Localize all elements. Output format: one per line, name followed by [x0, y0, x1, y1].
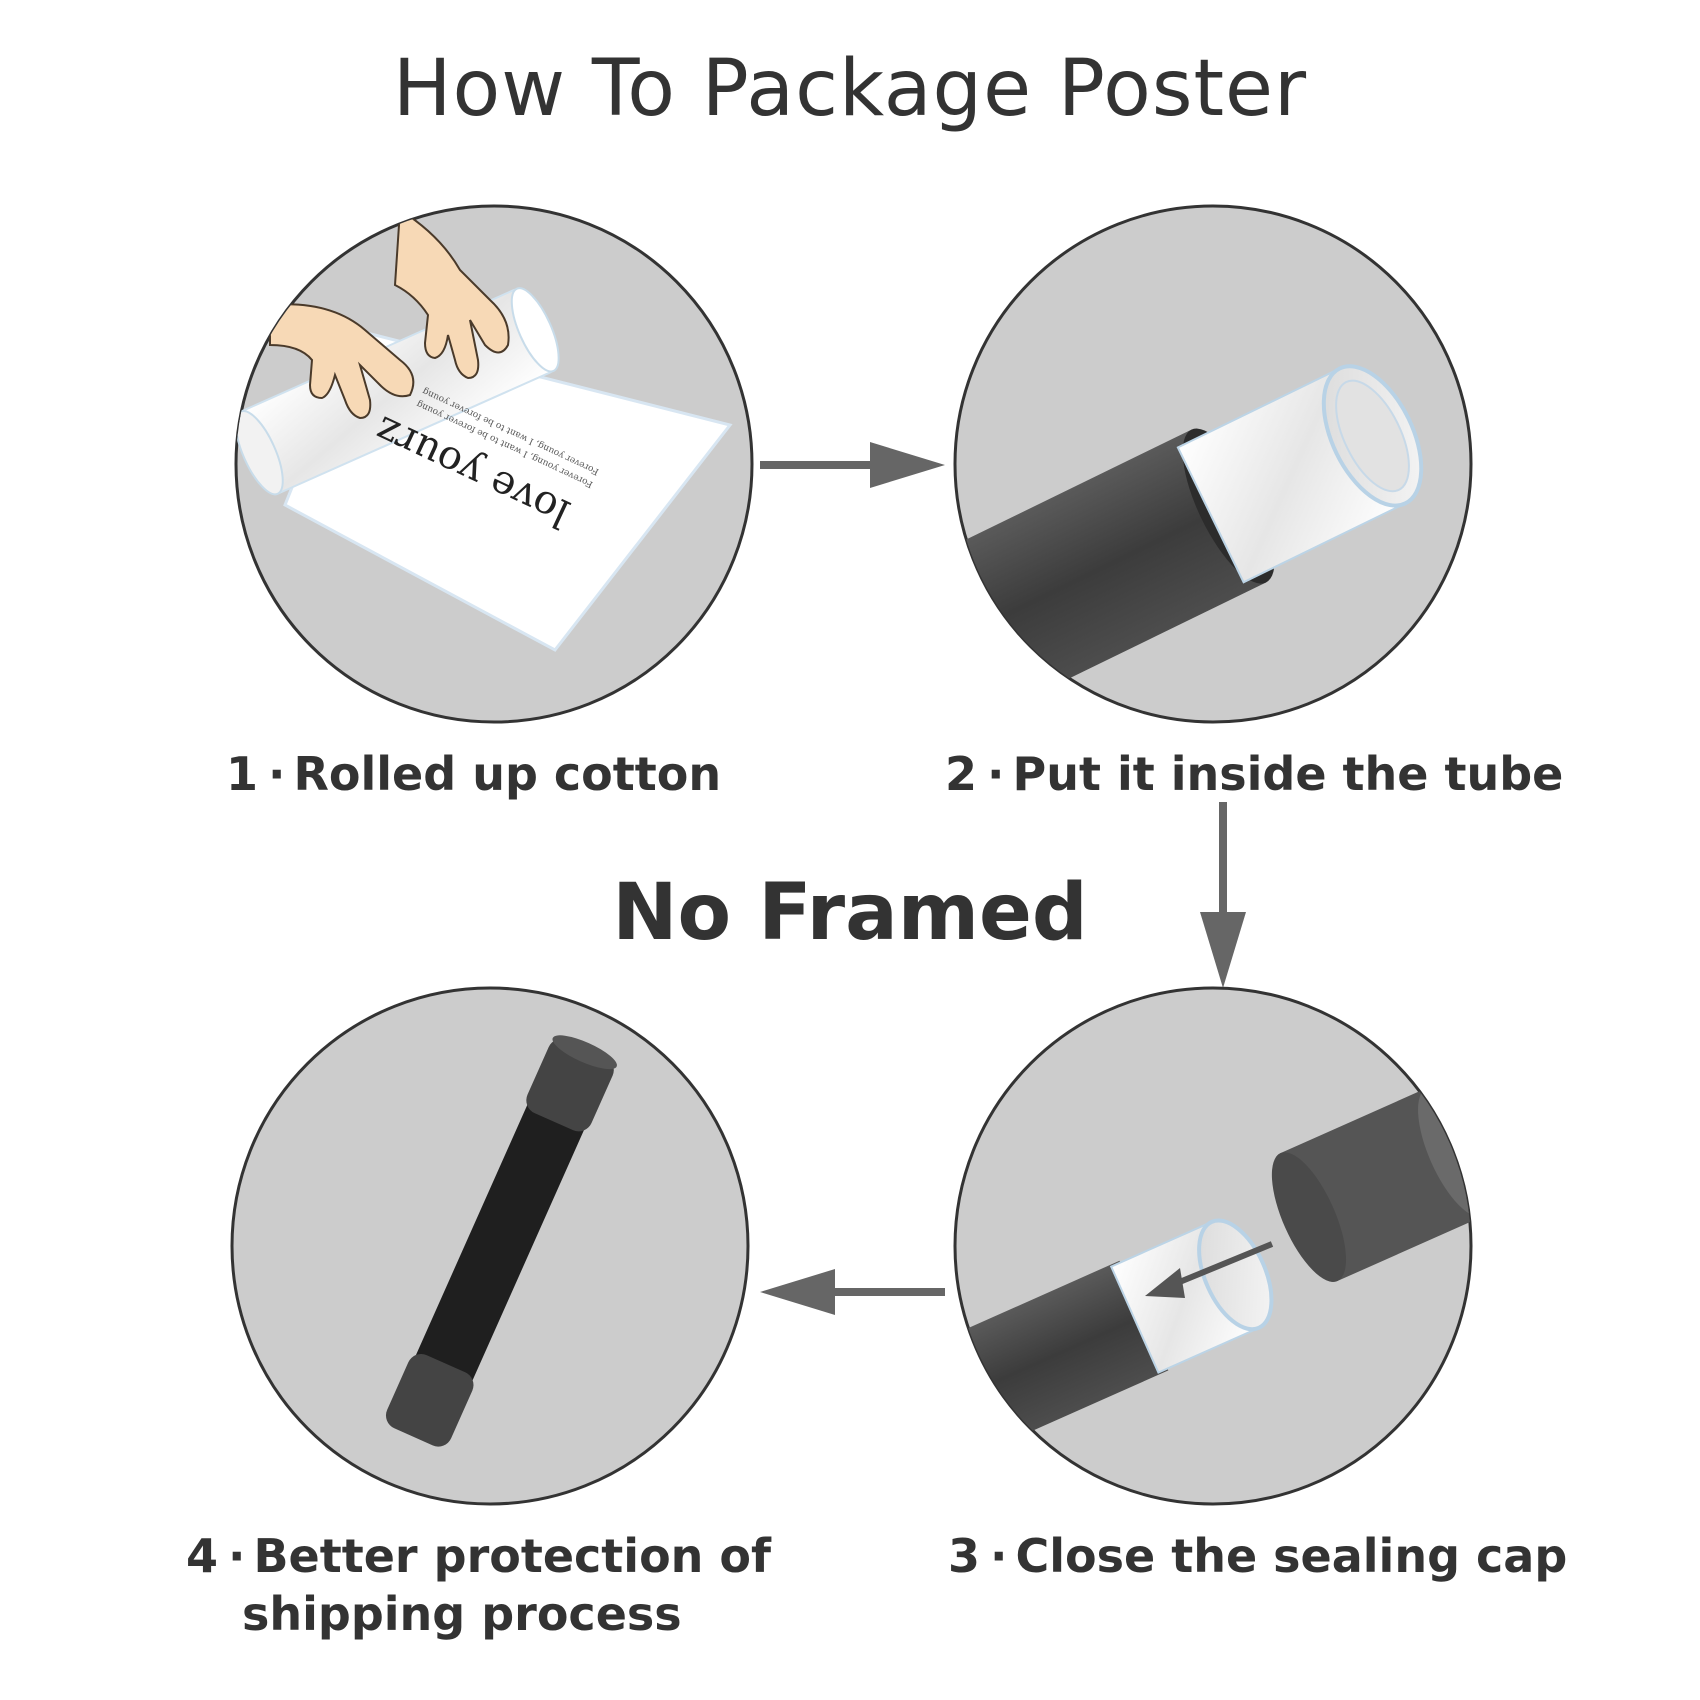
step-3-illustration — [953, 986, 1473, 1506]
step-2-label: Put it inside the tube — [1012, 747, 1564, 801]
arrow-down — [1200, 802, 1246, 988]
step-3-caption: 3·Close the sealing cap — [948, 1527, 1567, 1585]
hands-icon — [269, 208, 510, 420]
step-2-caption: 2·Put it inside the tube — [945, 745, 1563, 803]
step-4-number: 4 — [186, 1529, 219, 1583]
step-1-separator: · — [268, 747, 286, 801]
insert-arrow — [1145, 1241, 1274, 1298]
step-2-number: 2 — [945, 747, 978, 801]
step-3-label: Close the sealing cap — [1015, 1529, 1568, 1583]
step-3-number: 3 — [948, 1529, 981, 1583]
step-1-illustration: love yourz Forever young, I want to be f… — [234, 204, 754, 724]
step-3-separator: · — [990, 1529, 1008, 1583]
step-2-separator: · — [987, 747, 1005, 801]
subtitle-no-framed: No Framed — [612, 868, 1088, 958]
step-4-illustration — [230, 986, 750, 1506]
arrow-right — [760, 442, 945, 488]
page-title: How To Package Poster — [392, 44, 1308, 134]
step-1-number: 1 — [226, 747, 259, 801]
step-1-label: Rolled up cotton — [293, 747, 722, 801]
step-4-label-line2: shipping process — [242, 1587, 682, 1641]
step-4-label: Better protection of — [253, 1529, 772, 1583]
step-4-caption: 4·Better protection of shipping process — [186, 1527, 771, 1643]
sealed-tube-icon — [385, 1035, 617, 1447]
arrow-left — [760, 1269, 945, 1315]
step-1-caption: 1·Rolled up cotton — [226, 745, 721, 803]
step-4-separator: · — [228, 1529, 246, 1583]
step-2-illustration — [953, 204, 1473, 724]
